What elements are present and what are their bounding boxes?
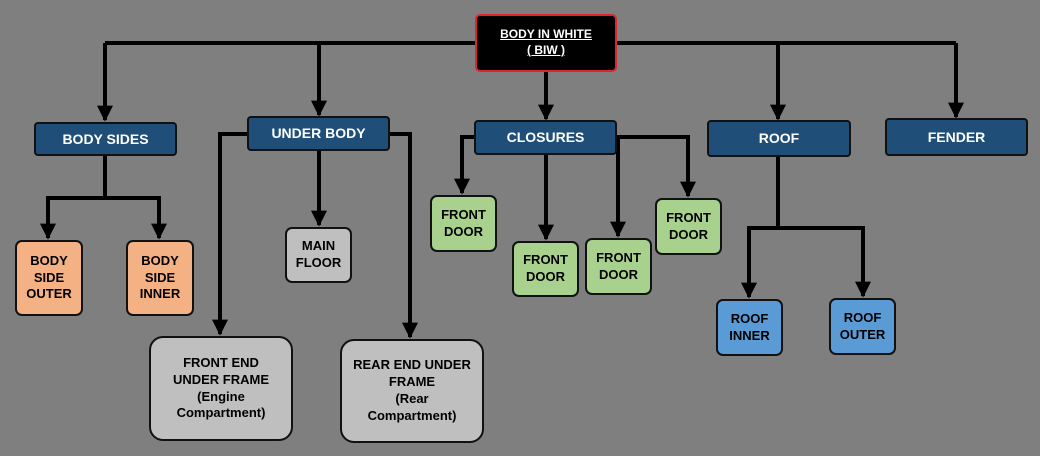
closure-front-door-2: FRONT DOOR bbox=[512, 241, 579, 297]
category-closures: CLOSURES bbox=[474, 120, 617, 155]
body-sides-branch bbox=[40, 156, 107, 240]
roof-inner: ROOF INNER bbox=[716, 299, 783, 356]
main-floor: MAIN FLOOR bbox=[285, 227, 352, 283]
closure-front-door-1: FRONT DOOR bbox=[430, 195, 497, 252]
closures-to-door4 bbox=[616, 135, 696, 198]
category-roof: ROOF bbox=[707, 120, 851, 157]
roof-branch-outer bbox=[778, 226, 871, 298]
roof-outer: ROOF OUTER bbox=[829, 298, 896, 355]
category-under-body: UNDER BODY bbox=[247, 116, 390, 151]
category-body-sides: BODY SIDES bbox=[34, 122, 177, 156]
body-side-outer: BODY SIDE OUTER bbox=[15, 240, 83, 316]
category-fender: FENDER bbox=[885, 118, 1028, 156]
closure-front-door-4: FRONT DOOR bbox=[655, 198, 722, 255]
rear-end-under-frame: REAR END UNDER FRAME (Rear Compartment) bbox=[340, 339, 484, 443]
under-body-to-front-end bbox=[212, 132, 248, 336]
closures-to-door1 bbox=[454, 135, 475, 195]
front-end-under-frame: FRONT END UNDER FRAME (Engine Compartmen… bbox=[149, 336, 293, 441]
closure-front-door-3: FRONT DOOR bbox=[585, 238, 652, 295]
root-body-in-white: BODY IN WHITE ( BIW ) bbox=[475, 14, 617, 72]
body-side-inner: BODY SIDE INNER bbox=[126, 240, 194, 316]
body-sides-branch-inner bbox=[105, 196, 167, 240]
roof-branch bbox=[741, 156, 780, 299]
under-body-to-rear-end bbox=[389, 132, 418, 339]
